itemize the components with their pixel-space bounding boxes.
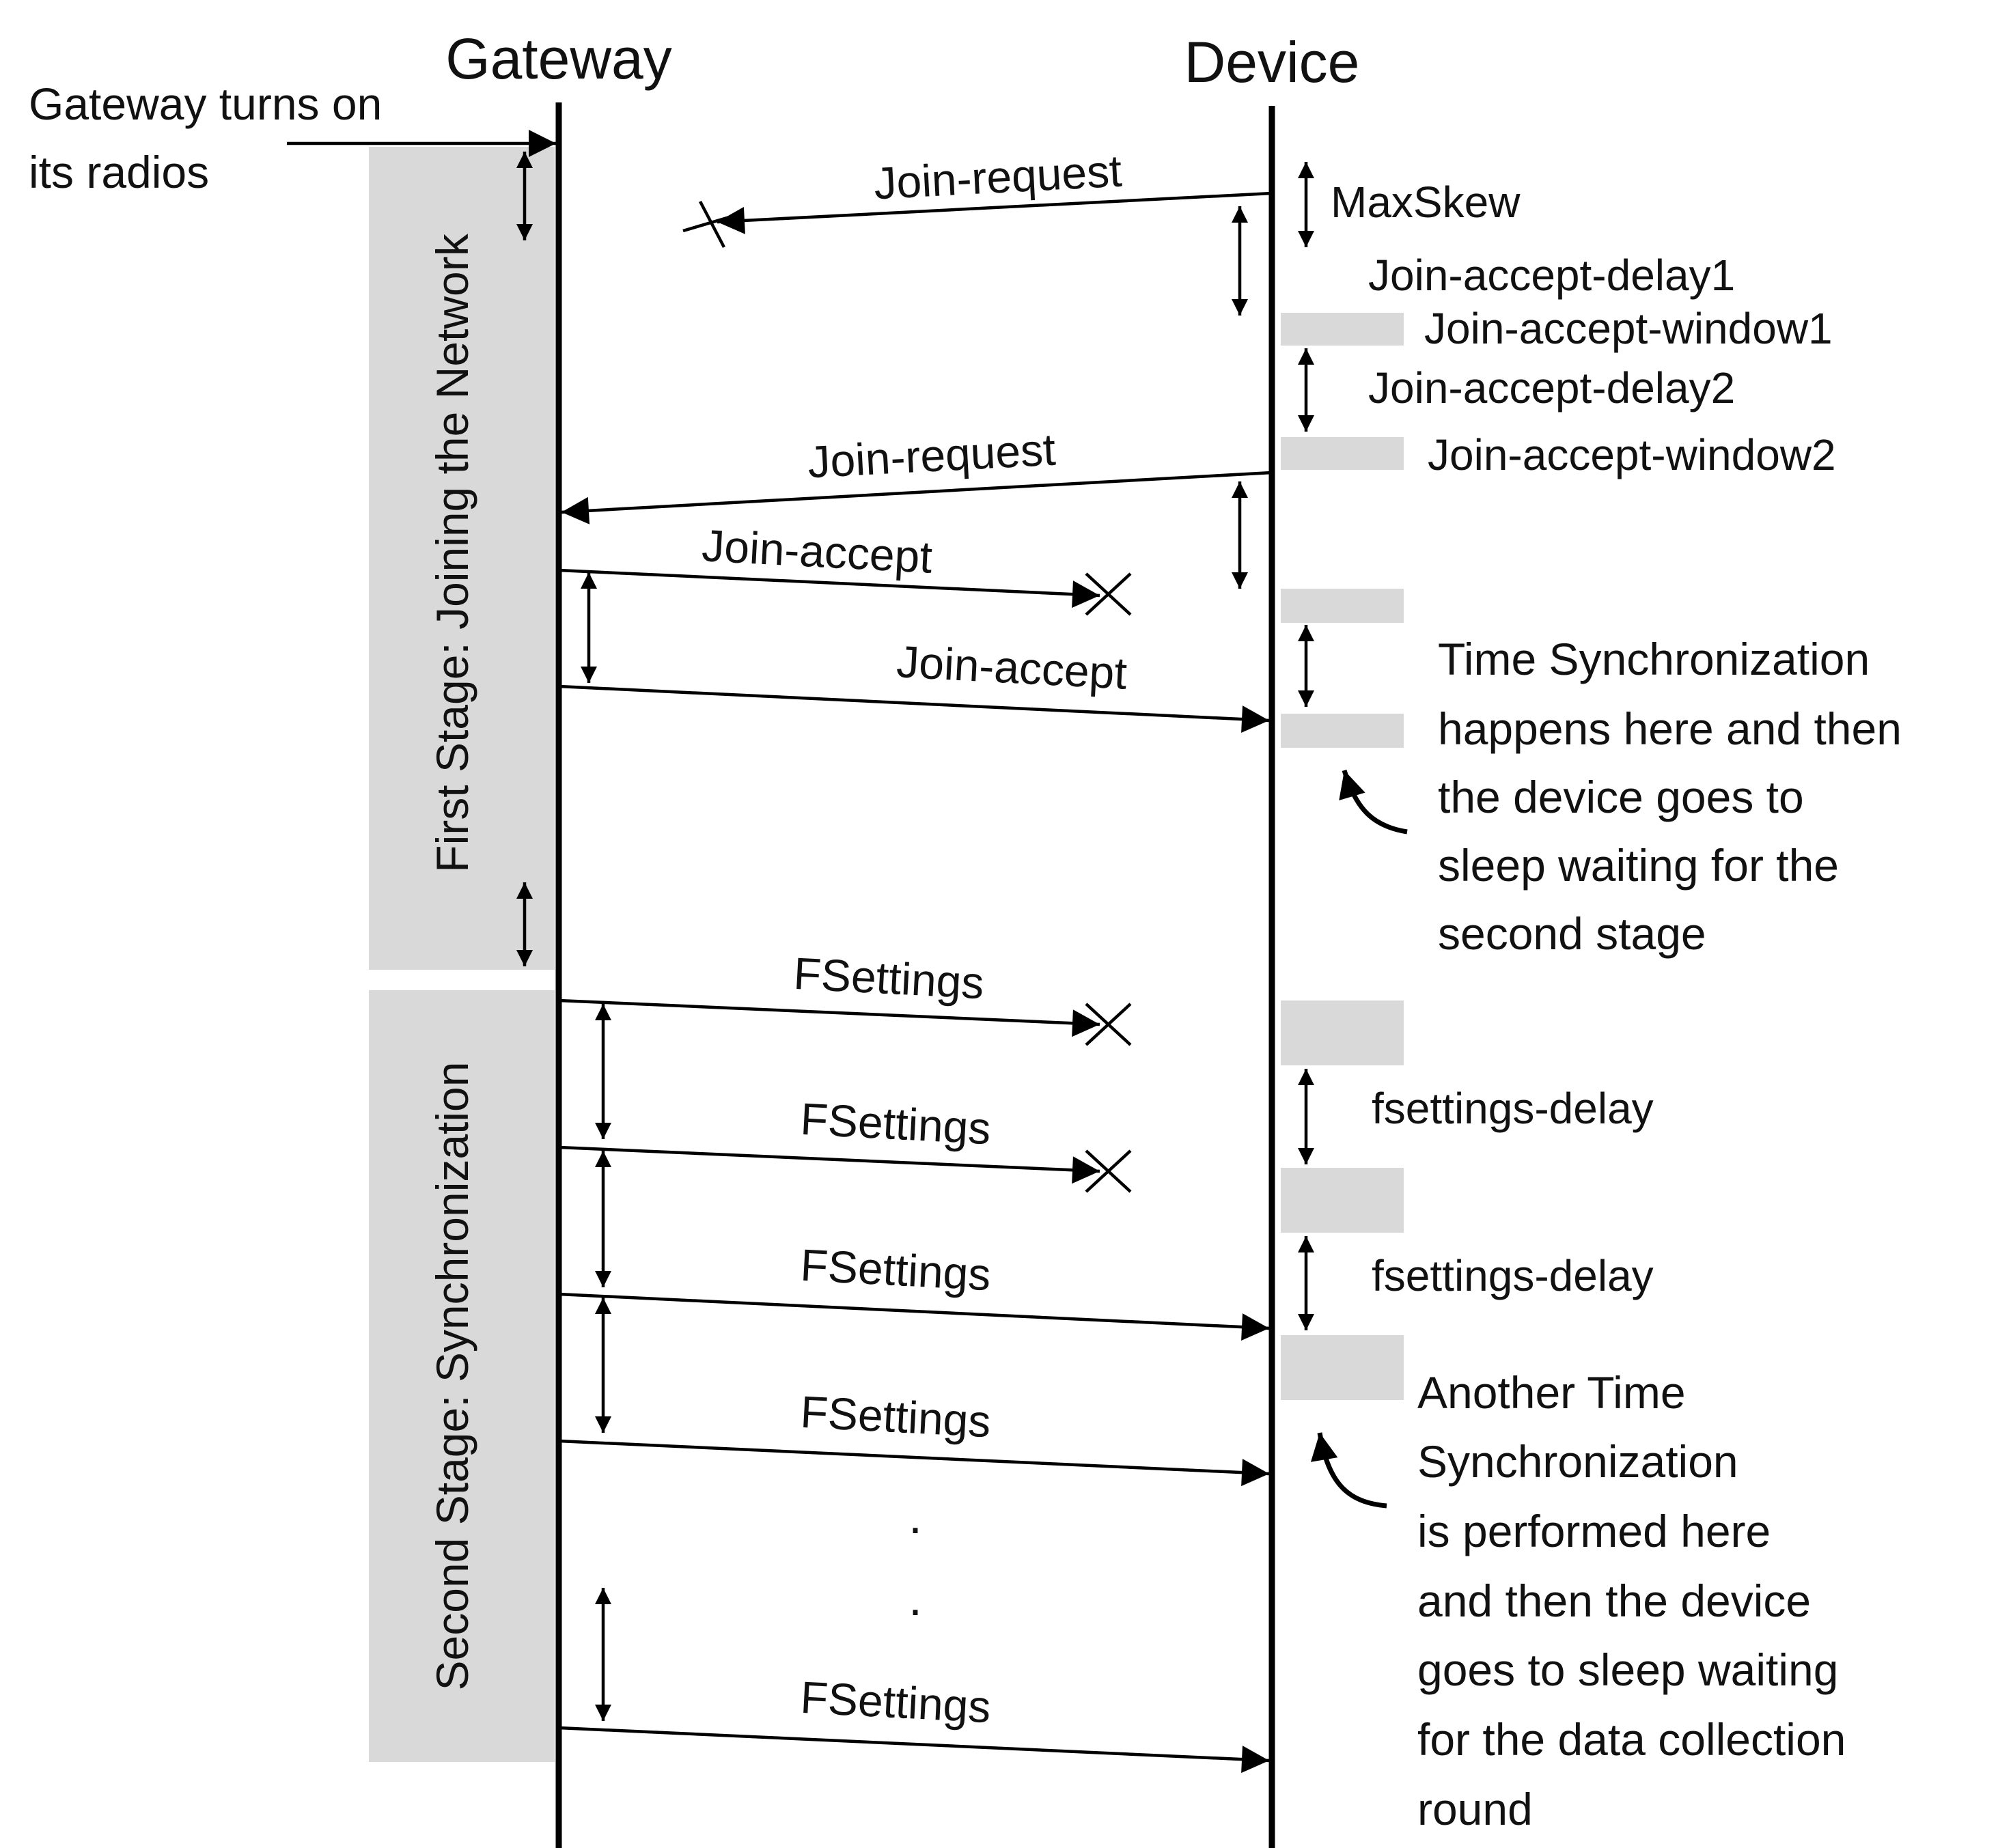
first-stage-band <box>369 147 555 970</box>
fsettings-window-2 <box>1281 1168 1404 1233</box>
fsettings-4-arrow <box>558 1439 1270 1487</box>
receive-window-3 <box>1281 589 1404 623</box>
fsettings-delay-1-label: fsettings-delay <box>1372 1084 1654 1133</box>
lost-message-x <box>1085 1003 1132 1046</box>
sync2-note-line: Another Time <box>1417 1367 1686 1418</box>
gateway-title: Gateway <box>445 27 672 91</box>
sync1-note: Time Synchronization happens here and th… <box>1438 634 1902 959</box>
fsettings-window-3 <box>1281 1335 1404 1400</box>
lost-message-x <box>1085 572 1132 616</box>
fsettings-4-label: FSettings <box>799 1386 992 1446</box>
join-accept-window1 <box>1281 313 1404 346</box>
sync2-note: Another Time Synchronization is performe… <box>1417 1367 1846 1834</box>
sync2-note-line: round <box>1417 1784 1533 1834</box>
sync1-note-line: second stage <box>1438 908 1706 959</box>
lost-message-x <box>682 200 744 249</box>
second-stage-label: Second Stage: Synchronization <box>427 1062 477 1691</box>
sync1-pointer-arrow <box>1339 769 1408 835</box>
join-accept-window1-label: Join-accept-window1 <box>1424 304 1833 353</box>
join-accept-window2 <box>1281 437 1404 470</box>
fsettings-window-1 <box>1281 1000 1404 1065</box>
sync1-note-line: Time Synchronization <box>1438 634 1870 684</box>
fsettings-1-arrow <box>558 998 1100 1037</box>
ellipsis-dot-2: . <box>908 1571 922 1626</box>
sync2-note-line: and then the device <box>1417 1576 1811 1626</box>
sync2-note-line: goes to sleep waiting <box>1417 1644 1838 1695</box>
join-request-1-arrow <box>717 191 1273 234</box>
fsettings-3-label: FSettings <box>799 1240 992 1300</box>
sync2-pointer-arrow <box>1310 1432 1387 1509</box>
intro-note-line2: its radios <box>29 147 209 197</box>
fsettings-1-label: FSettings <box>792 948 985 1008</box>
receive-window-4 <box>1281 714 1404 748</box>
fsettings-2-label: FSettings <box>799 1093 992 1153</box>
lost-message-x <box>1085 1149 1132 1193</box>
device-title: Device <box>1184 30 1360 94</box>
fsettings-3-arrow <box>558 1292 1270 1341</box>
join-accept-1-arrow <box>558 568 1100 608</box>
second-stage-band <box>369 990 555 1762</box>
join-accept-delay1-label: Join-accept-delay1 <box>1368 251 1735 300</box>
join-request-2-arrow <box>561 471 1273 524</box>
join-accept-1-label: Join-accept <box>701 520 934 583</box>
fsettings-delay-2-label: fsettings-delay <box>1372 1251 1654 1300</box>
first-stage-label: First Stage: Joining the Network <box>427 233 477 872</box>
join-accept-2-arrow <box>558 684 1270 733</box>
fsettings-5-arrow <box>558 1726 1270 1774</box>
fsettings-5-label: FSettings <box>799 1672 992 1732</box>
sync2-note-line: Synchronization <box>1417 1436 1738 1487</box>
sync1-note-line: sleep waiting for the <box>1438 840 1839 891</box>
join-accept-window2-label: Join-accept-window2 <box>1428 430 1836 479</box>
sync2-note-line: is performed here <box>1417 1506 1771 1556</box>
join-request-1-label: Join-request <box>873 145 1124 209</box>
sync1-note-line: the device goes to <box>1438 772 1804 822</box>
join-request-2-label: Join-request <box>807 424 1057 488</box>
join-accept-delay2-label: Join-accept-delay2 <box>1368 363 1735 412</box>
sync1-note-line: happens here and then <box>1438 703 1902 754</box>
sync2-note-line: for the data collection <box>1417 1714 1846 1765</box>
ellipsis-dot-1: . <box>908 1489 922 1544</box>
max-skew-label: MaxSkew <box>1331 178 1521 227</box>
intro-note-line1: Gateway turns on <box>29 79 382 129</box>
join-accept-2-label: Join-accept <box>896 636 1128 699</box>
fsettings-2-arrow <box>558 1145 1100 1184</box>
